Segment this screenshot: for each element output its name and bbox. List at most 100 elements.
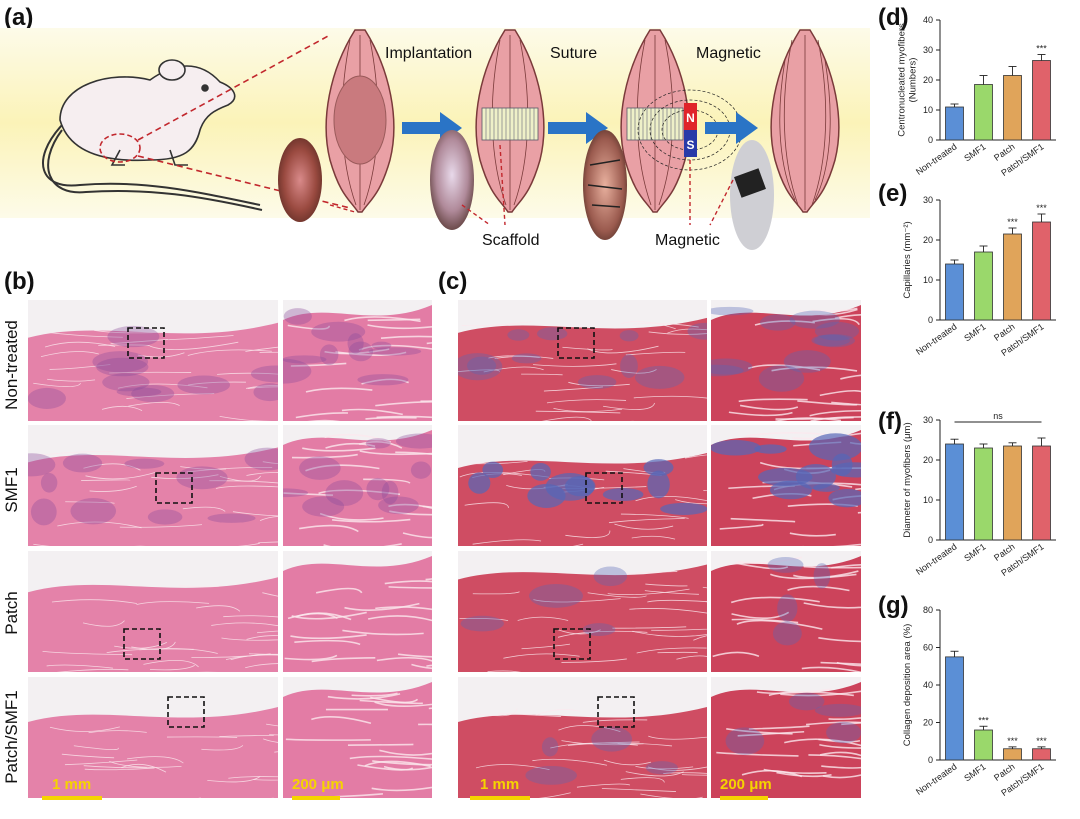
significance-mark: *** [1007, 217, 1018, 227]
schematic-illustration: N S Implantation Suture Magnetic Scaffol… [0, 28, 870, 250]
scale-bar-c-low [470, 796, 530, 800]
y-tick-label: 0 [928, 135, 933, 145]
label-magnetic: Magnetic [655, 232, 720, 249]
micrograph-patch-smf1-masson-high [711, 677, 861, 798]
bar-non-treated [945, 443, 964, 541]
y-tick-label: 40 [923, 680, 933, 690]
magnet-north [684, 103, 697, 130]
y-axis-label: Capillaries (mm⁻²) [902, 221, 913, 298]
photo-defect [278, 138, 322, 222]
zoom-region-box [557, 327, 595, 359]
zoom-region-box [123, 628, 161, 660]
significance-mark: *** [1007, 736, 1018, 746]
micrograph-smf1-masson-low [458, 425, 707, 546]
category-label: Non-treated [914, 761, 959, 796]
micrograph-non-treated-masson-high [711, 300, 861, 421]
significance-mark: *** [1036, 203, 1047, 213]
y-tick-label: 30 [923, 45, 933, 55]
y-tick-label: 30 [923, 415, 933, 425]
bar-patch [1003, 445, 1022, 541]
scale-bar-b-low [42, 796, 102, 800]
significance-mark: *** [1036, 44, 1047, 54]
zoom-region-box [553, 628, 591, 660]
scale-bar-c-high [720, 796, 768, 800]
magnet-s-text: S [686, 138, 694, 152]
panel-label-d: (d) [878, 4, 909, 31]
arrow-3 [705, 112, 758, 144]
row-label-patch: Patch [2, 591, 21, 635]
bar-smf1 [974, 251, 993, 321]
bar-smf1 [974, 729, 993, 761]
y-tick-label: 30 [923, 195, 933, 205]
micrograph-non-treated-masson-low [458, 300, 707, 421]
mouse-illustration [42, 59, 263, 211]
bar-non-treated [945, 656, 964, 761]
micrograph-smf1-he-high [283, 425, 432, 546]
y-tick-label: 10 [923, 495, 933, 505]
injury-site-marker [99, 133, 141, 163]
bar-non-treated [945, 263, 964, 321]
category-label: Non-treated [914, 141, 959, 176]
zoom-region-box [127, 327, 165, 359]
y-axis-label: Centronucleated myofibers [897, 23, 908, 137]
micrograph-patch-masson-low [458, 551, 707, 672]
y-tick-label: 0 [928, 315, 933, 325]
y-axis-label: Diameter of myofibers (μm) [902, 422, 913, 537]
micrograph-patch-smf1-masson-low [458, 677, 707, 798]
step-implantation: Implantation [385, 45, 472, 62]
category-label: SMF1 [962, 541, 987, 563]
panel-label-a: (a) [4, 4, 34, 31]
micrograph-smf1-he-low [28, 425, 278, 546]
photo-suture [583, 130, 627, 240]
category-label: SMF1 [962, 761, 987, 783]
category-label: SMF1 [962, 321, 987, 343]
magnet-n-text: N [686, 111, 695, 125]
zoom-region-box [597, 696, 635, 728]
zoom-region-box [155, 472, 193, 504]
bar-patch [1003, 75, 1022, 141]
micrograph-patch-he-high [283, 551, 432, 672]
y-tick-label: 20 [923, 235, 933, 245]
scale-label-b-low: 1 mm [52, 776, 92, 793]
micrograph-patch-smf1-he-low [28, 677, 278, 798]
panel-label-g: (g) [878, 592, 909, 619]
photo-magnet [730, 140, 774, 250]
arrow-2 [548, 112, 608, 144]
y-tick-label: 20 [923, 718, 933, 728]
y-tick-label: 60 [923, 643, 933, 653]
muscle-regenerated [770, 29, 840, 213]
panel-label-c: (c) [438, 268, 468, 295]
magnet-south [684, 130, 697, 157]
y-tick-label: 40 [923, 15, 933, 25]
micrograph-patch-masson-high [711, 551, 861, 672]
bar-smf1 [974, 84, 993, 141]
row-label-smf1: SMF1 [2, 467, 21, 513]
significance-mark: *** [1036, 736, 1047, 746]
row-label-patch-smf1: Patch/SMF1 [2, 690, 21, 784]
micrograph-patch-smf1-he-high [283, 677, 432, 798]
muscle-defect [325, 29, 395, 213]
y-tick-label: 20 [923, 75, 933, 85]
bar-patch [1003, 233, 1022, 321]
category-label: Non-treated [914, 321, 959, 356]
y-tick-label: 0 [928, 535, 933, 545]
bar-patch-smf1 [1032, 445, 1051, 541]
bracket-label: ns [993, 411, 1003, 421]
y-axis-label: Collagen deposition area (%) [902, 624, 913, 747]
zoom-region-box [585, 472, 623, 504]
scale-label-b-high: 200 μm [292, 776, 344, 793]
bar-smf1 [974, 447, 993, 541]
photo-scaffold [430, 130, 474, 230]
bar-patch-smf1 [1032, 748, 1051, 761]
y-tick-label: 80 [923, 605, 933, 615]
y-tick-label: 10 [923, 105, 933, 115]
bar-patch-smf1 [1032, 221, 1051, 321]
category-label: Non-treated [914, 541, 959, 576]
row-label-non-treated: Non-treated [2, 320, 21, 410]
panel-label-b: (b) [4, 268, 35, 295]
muscle-scaffold [475, 29, 545, 213]
